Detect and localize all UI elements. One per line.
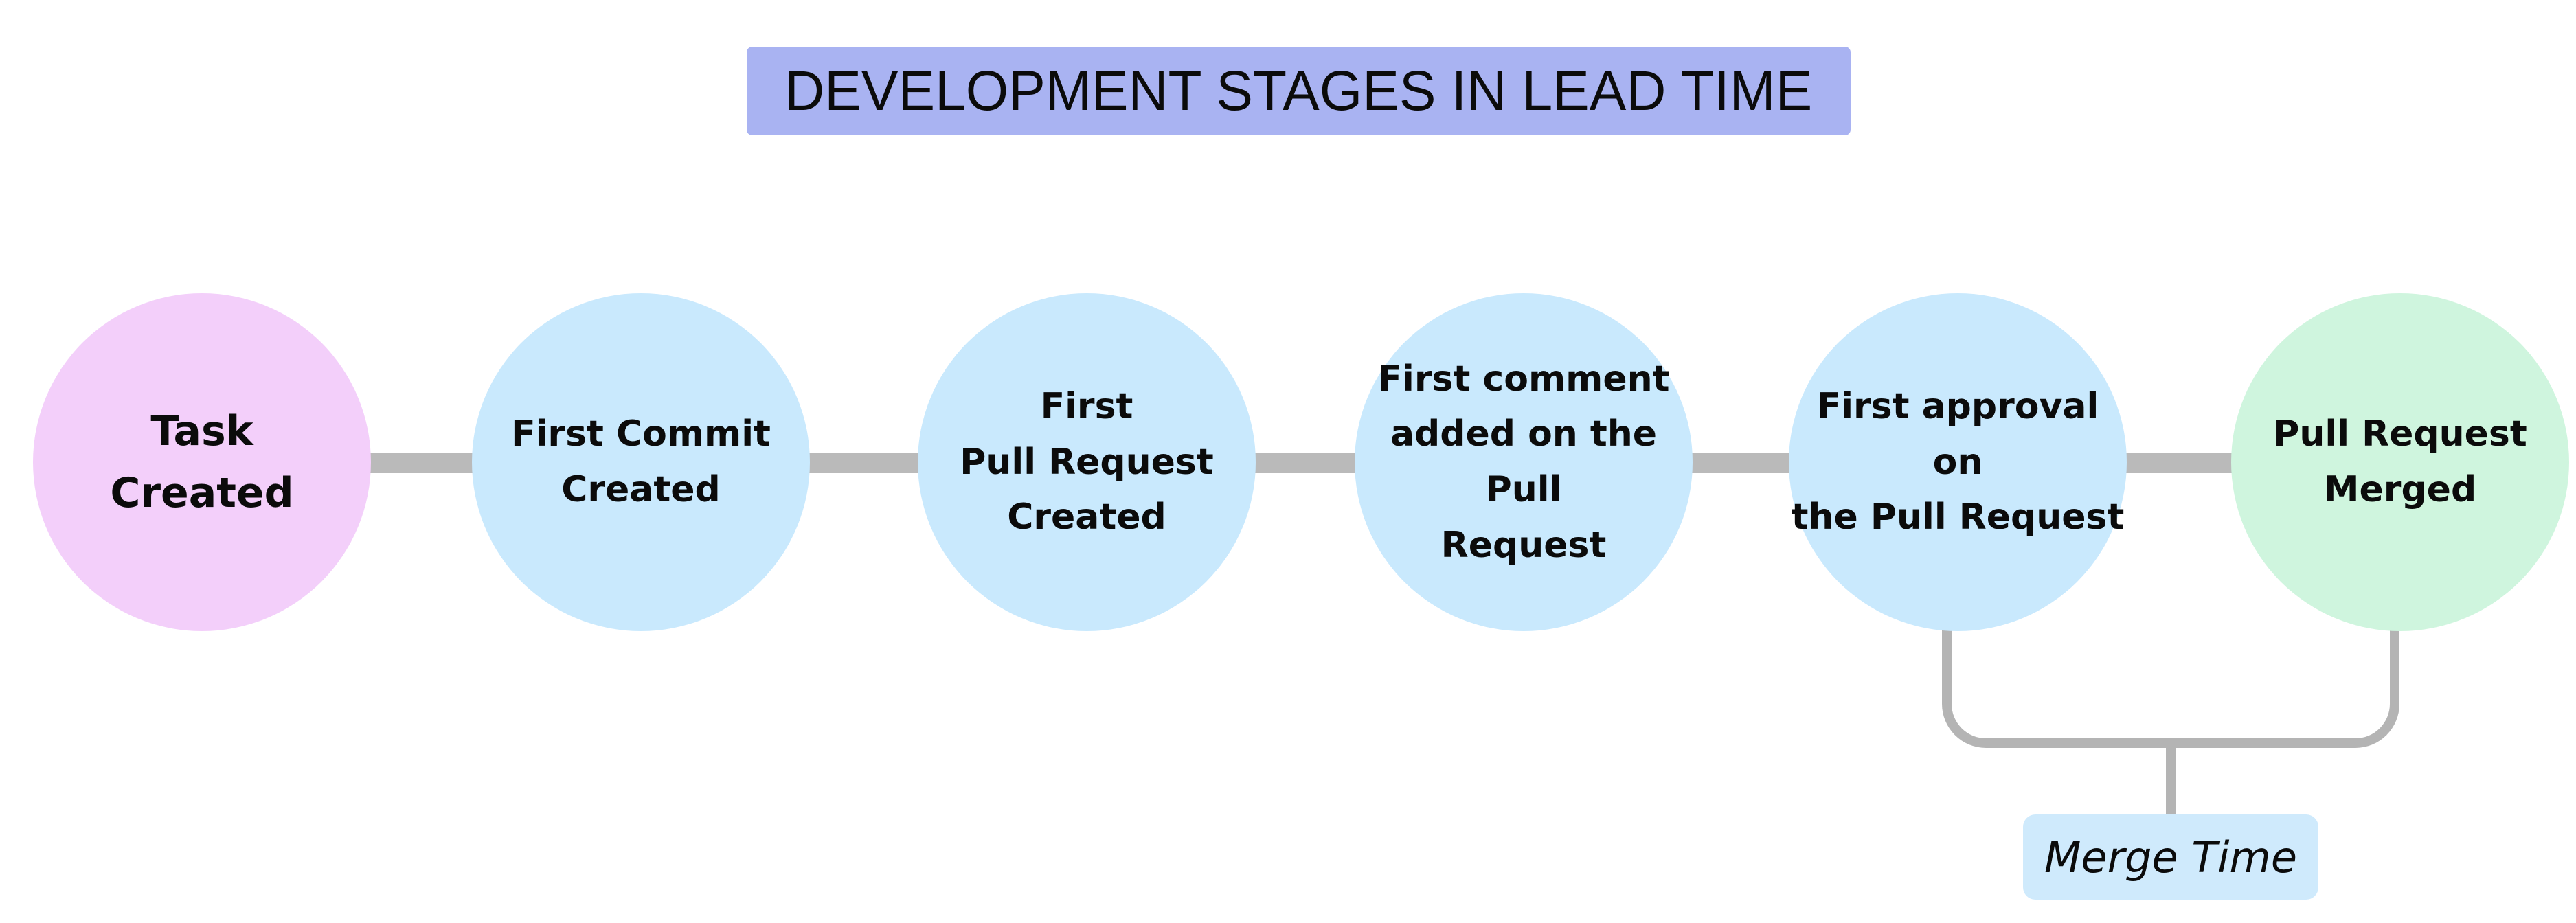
merge-time-box: Merge Time: [2023, 814, 2318, 900]
stage-label: Pull Request Merged: [2273, 413, 2527, 510]
stage-label: Task Created: [110, 407, 294, 517]
stage-circle-first-comment-added: First comment added on the Pull Request: [1355, 293, 1693, 631]
stage-label: First approval on the Pull Request: [1791, 386, 2125, 538]
merge-time-bracket: [1942, 618, 2399, 748]
title-banner: DEVELOPMENT STAGES IN LEAD TIME: [747, 47, 1851, 135]
stage-label: First comment added on the Pull Request: [1377, 358, 1670, 566]
merge-time-bracket-stem: [2166, 738, 2176, 815]
stage-label: First Commit Created: [511, 413, 771, 510]
merge-time-label: Merge Time: [2044, 832, 2297, 882]
stage-circle-pull-request-merged: Pull Request Merged: [2231, 293, 2569, 631]
stage-circle-first-pull-request-created: First Pull Request Created: [918, 293, 1256, 631]
stage-label: First Pull Request Created: [960, 386, 1214, 538]
stage-circle-first-approval: First approval on the Pull Request: [1789, 293, 2127, 631]
stage-circle-task-created: Task Created: [33, 293, 371, 631]
stage-circle-first-commit-created: First Commit Created: [472, 293, 810, 631]
page-title: DEVELOPMENT STAGES IN LEAD TIME: [784, 59, 1813, 122]
